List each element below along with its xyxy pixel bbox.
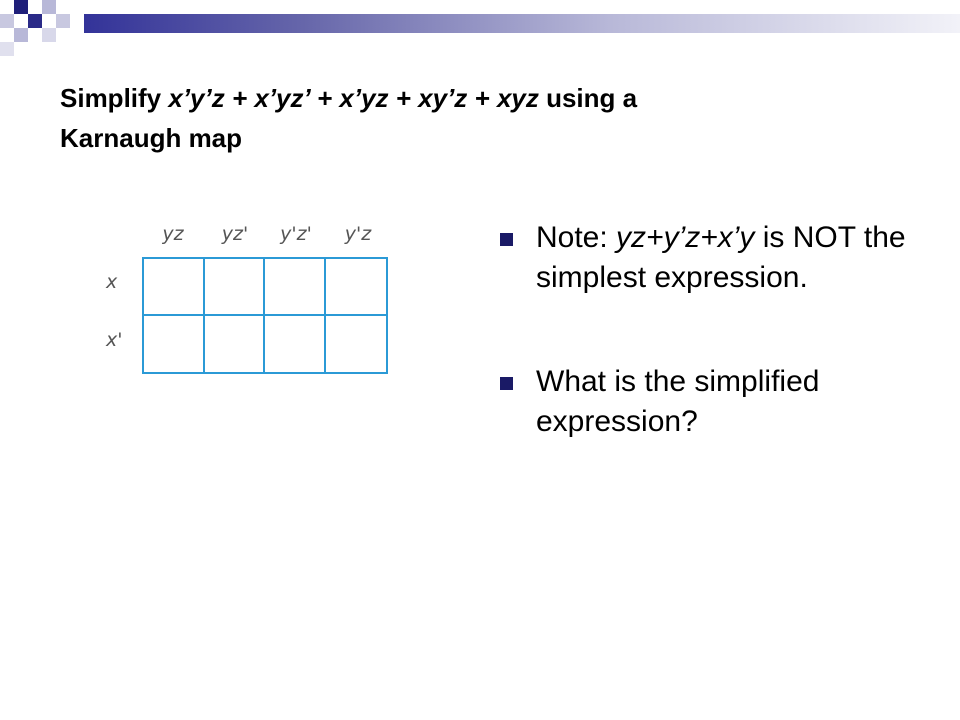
note-expression: yz+y’z+x’y xyxy=(616,221,755,254)
decorative-header-bar xyxy=(84,14,960,33)
bullet-list: Note: yz+y’z+x’y is NOT the simplest exp… xyxy=(500,218,920,442)
kmap-cell xyxy=(144,315,205,372)
kmap-row-label: x xyxy=(106,271,118,293)
kmap-cell xyxy=(326,316,387,373)
kmap-column-label: y'z' xyxy=(280,223,312,245)
kmap-cell xyxy=(204,259,265,316)
kmap-cell xyxy=(325,259,386,316)
slide-title: Simplify x’y’z + x’yz’ + x’yz + xy’z + x… xyxy=(60,78,920,158)
title-line2: Karnaugh map xyxy=(60,123,243,153)
bullet-note: Note: yz+y’z+x’y is NOT the simplest exp… xyxy=(500,218,920,298)
question-text: What is the simplified expression? xyxy=(536,365,820,438)
kmap-cell xyxy=(144,259,205,316)
square-bullet-icon xyxy=(500,377,513,390)
kmap-row-label: x' xyxy=(106,329,123,351)
title-prefix: Simplify xyxy=(60,83,169,113)
note-suffix: is NOT the simplest expression. xyxy=(536,221,906,294)
bullet-question: What is the simplified expression? xyxy=(500,362,920,442)
kmap-column-label: yz xyxy=(162,223,184,245)
square-bullet-icon xyxy=(500,233,513,246)
kmap-column-label: yz' xyxy=(221,223,249,245)
kmap-column-label: y'z xyxy=(344,223,372,245)
karnaugh-map: yz yz' y'z' y'z x x' xyxy=(100,215,420,395)
title-suffix: using a xyxy=(538,83,638,113)
kmap-cell xyxy=(265,259,326,316)
decorative-corner-pattern xyxy=(0,0,80,56)
note-prefix: Note: xyxy=(536,221,617,254)
kmap-cell xyxy=(205,315,265,372)
kmap-cell xyxy=(265,315,326,372)
title-expression: x’y’z + x’yz’ + x’yz + xy’z + xyz xyxy=(168,83,539,113)
kmap-grid xyxy=(142,257,388,374)
